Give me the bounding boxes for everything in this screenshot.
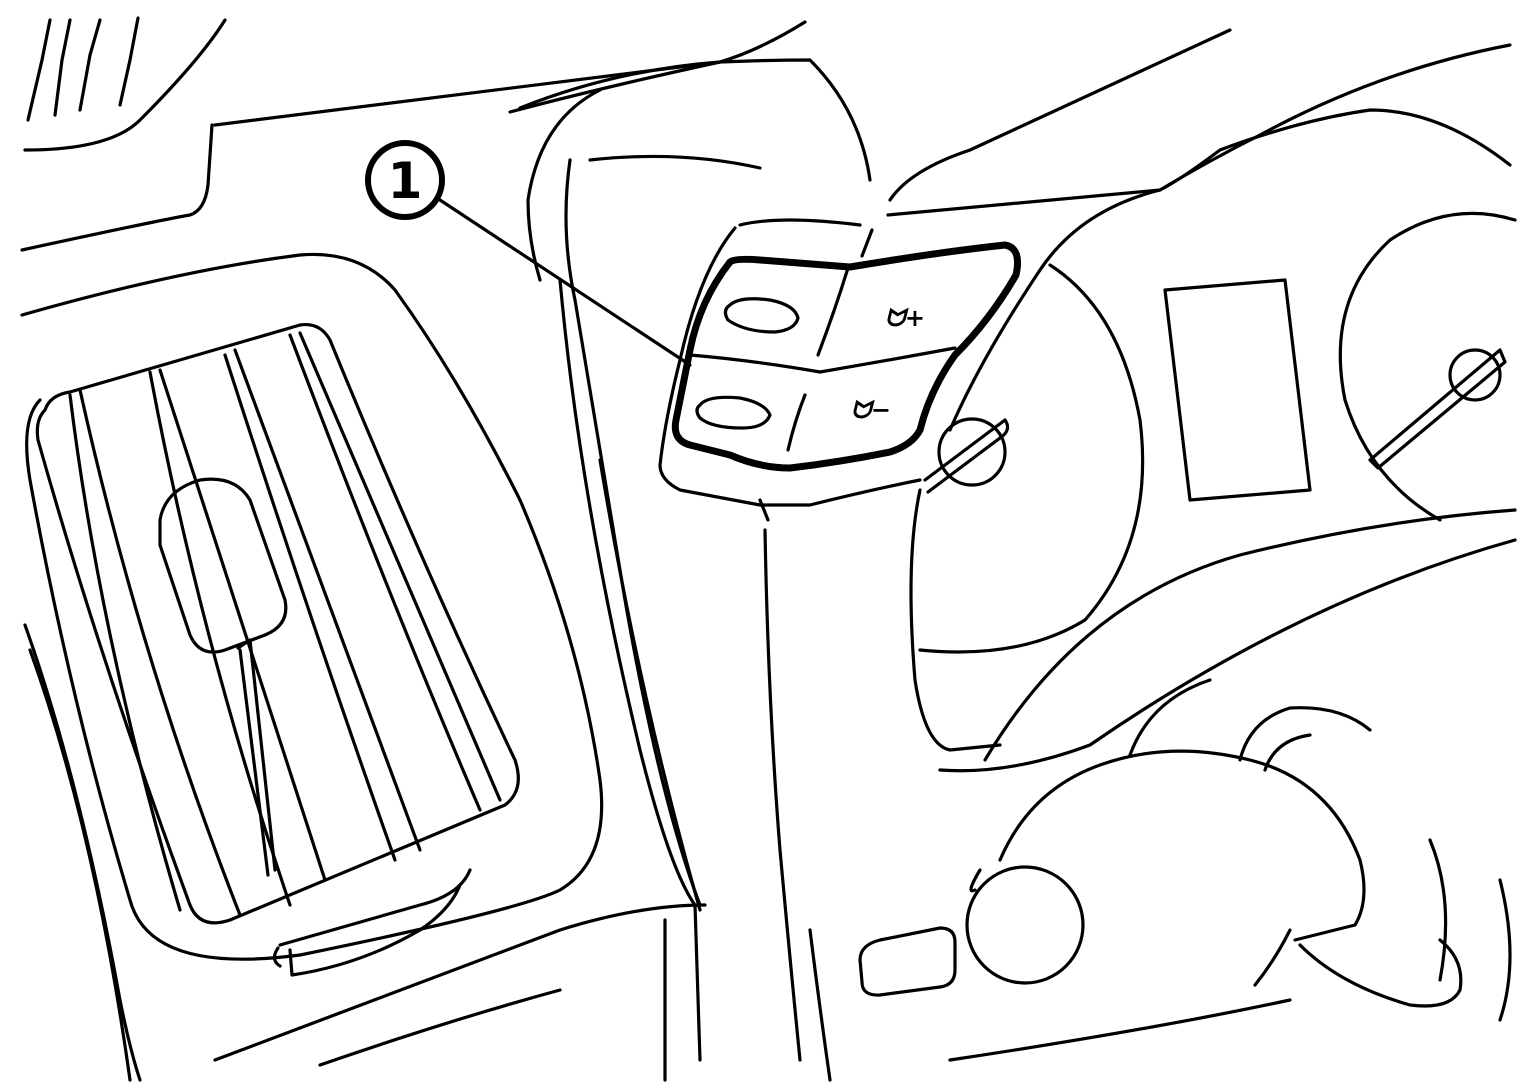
instrument-cluster <box>909 211 1517 773</box>
lower-left-trim <box>23 623 707 1082</box>
volume-down-icon: ᗢ− <box>851 396 891 424</box>
oval-icon <box>723 297 800 334</box>
callout-circle <box>365 140 445 220</box>
lower-left-button[interactable] <box>695 395 772 430</box>
wiper-stalk <box>923 418 1010 494</box>
gauge-needle <box>1368 348 1507 470</box>
stalk-pivot <box>937 417 1007 487</box>
volume-up-button[interactable]: ᗢ+ <box>885 304 925 332</box>
callout-leader-line <box>438 198 692 367</box>
small-button <box>858 926 957 997</box>
display-window <box>1163 278 1312 502</box>
gauge-pivot <box>1448 348 1502 402</box>
air-vent <box>20 252 604 977</box>
callout-1: 1 <box>365 140 692 367</box>
steering-column-shroud <box>518 58 872 1082</box>
volume-down-button[interactable]: ᗢ− <box>851 396 891 424</box>
switch-bezel-outline <box>671 241 1022 472</box>
control-knob <box>965 865 1085 985</box>
upper-left-button[interactable] <box>723 297 800 334</box>
ignition-knob-area <box>858 678 1512 1062</box>
steering-switch: ᗢ+ ᗢ− <box>671 241 1022 494</box>
volume-up-icon: ᗢ+ <box>885 304 925 332</box>
oval-icon <box>695 395 772 430</box>
callout-number: 1 <box>388 152 423 210</box>
switch-divider-vertical <box>786 266 850 452</box>
switch-divider-horizontal <box>688 346 957 374</box>
steering-hub <box>658 28 1512 1082</box>
